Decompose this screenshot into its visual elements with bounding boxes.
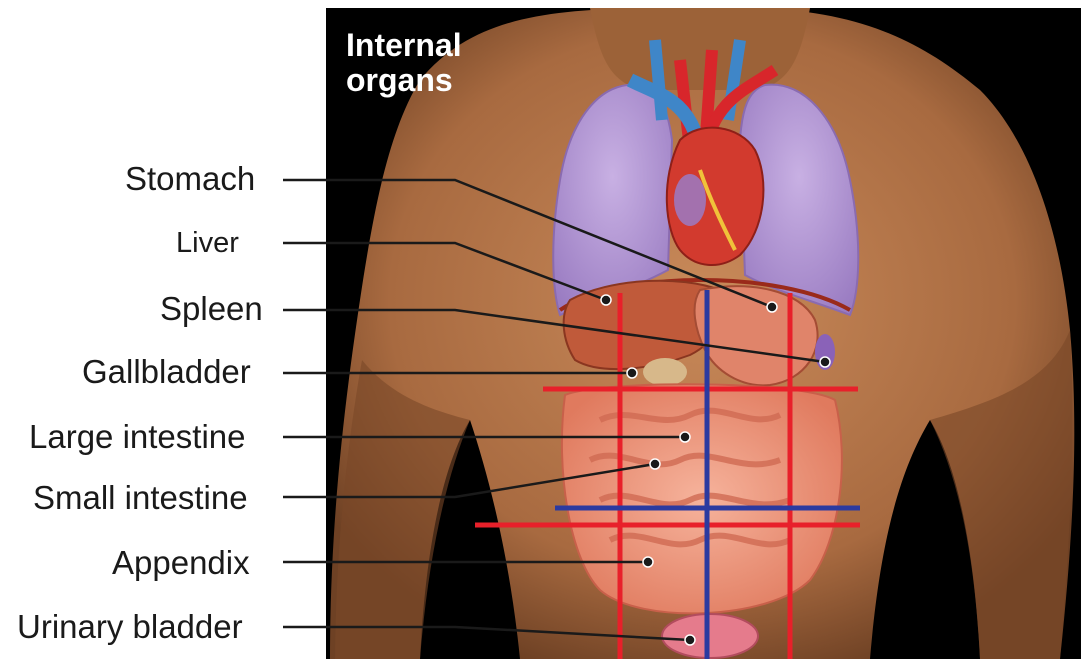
intestines <box>562 384 842 613</box>
label-urinary-bladder: Urinary bladder <box>17 610 243 643</box>
label-small-intestine: Small intestine <box>33 481 248 514</box>
heart-atrium <box>674 174 706 226</box>
title-line-2: organs <box>346 63 462 98</box>
label-large-intestine: Large intestine <box>29 420 245 453</box>
label-spleen: Spleen <box>160 292 263 325</box>
gallbladder <box>643 358 687 386</box>
label-appendix: Appendix <box>112 546 250 579</box>
urinary-bladder <box>662 614 758 658</box>
title-line-1: Internal <box>346 28 462 63</box>
label-stomach: Stomach <box>125 162 255 195</box>
label-gallbladder: Gallbladder <box>82 355 251 388</box>
label-liver: Liver <box>176 229 239 258</box>
figure-title: Internal organs <box>346 28 462 97</box>
